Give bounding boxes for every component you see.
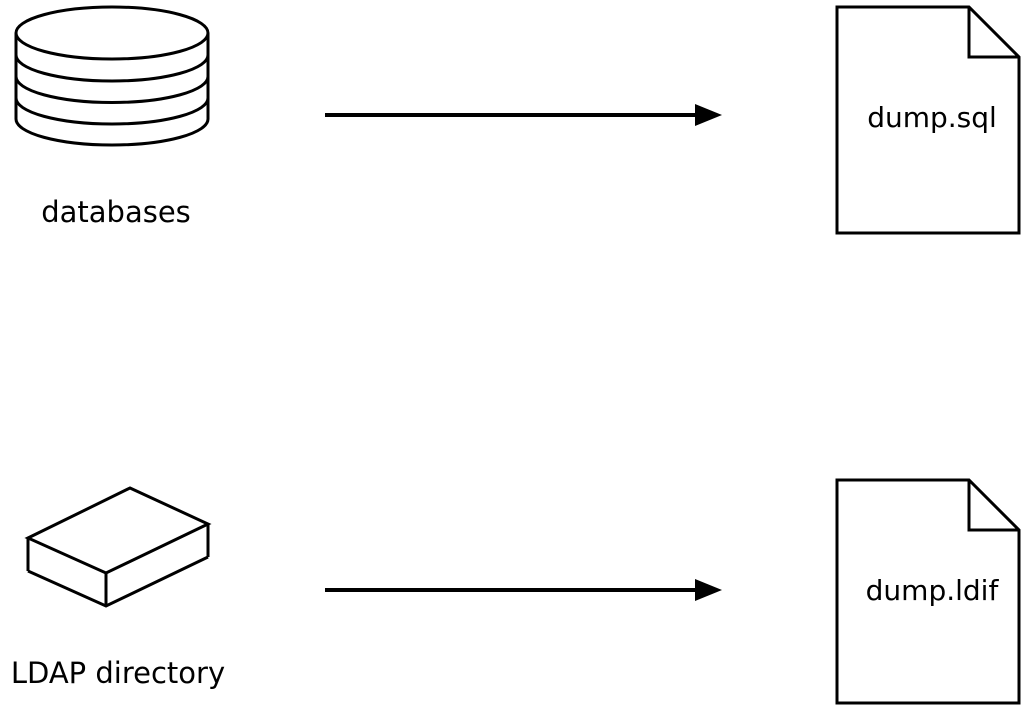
arrow-ldap-to-dump-ldif-icon [325,579,722,601]
databases-label: databases [41,195,191,229]
database-cylinder-icon [14,5,210,147]
arrow-databases-to-dump-sql-icon [325,104,722,126]
ldap-directory-label: LDAP directory [11,656,225,690]
ldap-box-icon [24,486,212,608]
dump-ldif-label: dump.ldif [866,574,1000,607]
document-ldif-icon [835,478,1021,705]
dump-sql-label: dump.sql [867,101,997,134]
document-sql-icon [835,5,1021,235]
